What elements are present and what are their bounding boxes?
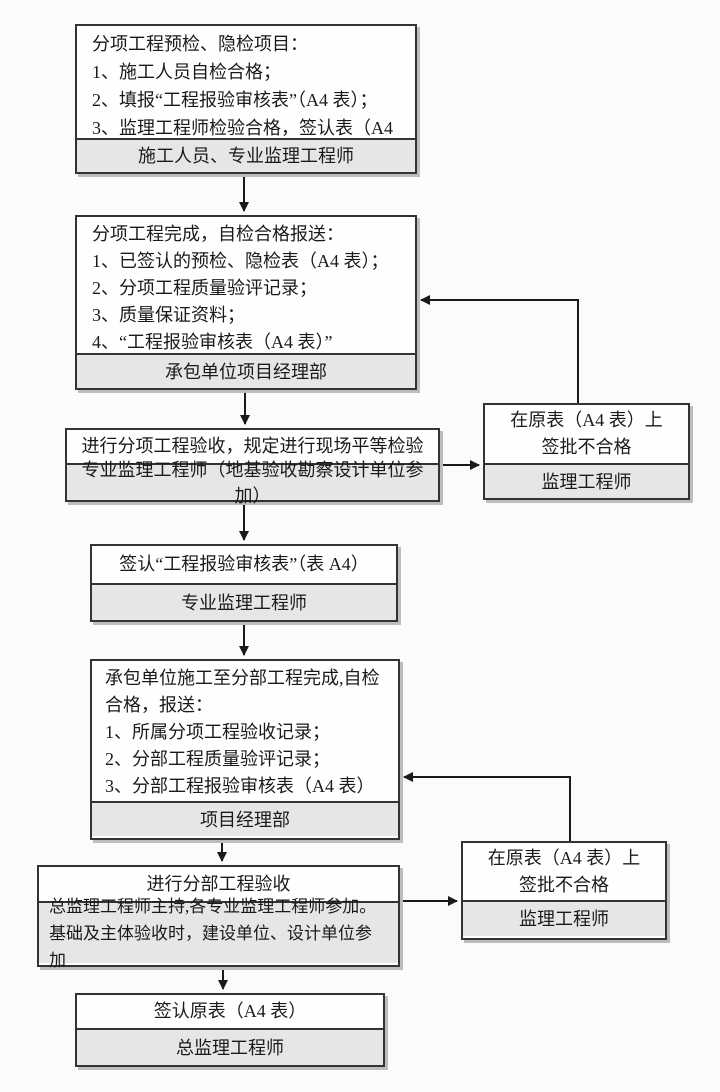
box-footer-role: 监理工程师 [463, 900, 665, 936]
box-footer-role: 专业监理工程师 [92, 583, 396, 620]
flow-box-reject-subitem: 在原表（A4 表）上 签批不合格 监理工程师 [483, 403, 690, 500]
flow-box-subitem-complete: 分项工程完成，自检合格报送： 1、已签认的预检、隐检表（A4 表）； 2、分项工… [75, 215, 417, 390]
box-text-line: 进行分部工程验收 [146, 873, 291, 894]
box-text-line: 3、分部工程报验审核表（A4 表） [105, 776, 375, 796]
box-content: 分项工程预检、隐检项目： 1、施工人员自检合格； 2、填报“工程报验审核表”（A… [77, 26, 415, 166]
box-footer-role: 监理工程师 [485, 463, 688, 498]
box-content: 在原表（A4 表）上 签批不合格 [463, 843, 665, 900]
box-text-line: 签认原表（A4 表） [153, 1001, 307, 1021]
box-content: 承包单位施工至分部工程完成,自检合格，报送： 1、所属分项工程验收记录； 2、分… [92, 661, 398, 801]
box-text-line: 2、填报“工程报验审核表”（A4 表）； [92, 90, 378, 110]
box-text-line: 签认“工程报验审核表”（表 A4） [119, 554, 369, 574]
connector-reject2-back-to-subdivision [403, 772, 571, 841]
box-content: 进行分项工程验收，规定进行现场平等检验 [67, 430, 438, 463]
connector-reject1-back-to-subitem [420, 295, 579, 403]
box-content: 签认“工程报验审核表”（表 A4） [92, 546, 396, 583]
box-text-line: 1、已签认的预检、隐检表（A4 表）； [92, 251, 389, 271]
box-text-line: 分项工程预检、隐检项目： [92, 34, 308, 54]
box-text-line: 签批不合格 [541, 437, 632, 457]
box-text-line: 1、所属分项工程验收记录； [105, 722, 330, 742]
box-text-line: 在原表（A4 表）上 [510, 410, 663, 430]
flow-box-subdivision-acceptance: 进行分部工程验收 总监理工程师主持,各专业监理工程师参加。基础及主体验收时，建设… [37, 865, 400, 970]
flow-box-sign-original-form: 签认原表（A4 表） 总监理工程师 [75, 993, 385, 1067]
box-text-line: 2、分部工程质量验评记录； [105, 749, 330, 769]
box-footer-role: 施工人员、专业监理工程师 [77, 138, 415, 172]
box-text-line: 4、“工程报验审核表（A4 表）” [92, 332, 333, 352]
box-text-line: 3、质量保证资料； [92, 305, 245, 325]
flow-box-reject-subdivision: 在原表（A4 表）上 签批不合格 监理工程师 [461, 841, 667, 940]
box-text-line: 进行分项工程验收，规定进行现场平等检验 [81, 436, 424, 456]
box-footer-role: 承包单位项目经理部 [77, 353, 415, 388]
box-footer-role: 总监理工程师主持,各专业监理工程师参加。基础及主体验收时，建设单位、设计单位参加 [39, 897, 398, 970]
flow-box-subdivision-complete: 承包单位施工至分部工程完成,自检合格，报送： 1、所属分项工程验收记录； 2、分… [90, 659, 400, 840]
box-footer-role: 总监理工程师 [77, 1028, 383, 1065]
box-content: 进行分部工程验收 [39, 867, 398, 901]
box-text-line: 2、分项工程质量验评记录； [92, 278, 317, 298]
box-text-line: 1、施工人员自检合格； [92, 62, 281, 82]
flow-box-sign-review-form: 签认“工程报验审核表”（表 A4） 专业监理工程师 [90, 544, 398, 622]
box-text-line: 在原表（A4 表）上 [487, 847, 641, 868]
box-content: 签认原表（A4 表） [77, 995, 383, 1028]
box-footer-role: 专业监理工程师（地基验收勘察设计单位参加） [67, 460, 438, 506]
box-content: 分项工程完成，自检合格报送： 1、已签认的预检、隐检表（A4 表）； 2、分项工… [77, 217, 415, 353]
box-footer-role: 项目经理部 [92, 801, 398, 836]
box-content: 在原表（A4 表）上 签批不合格 [485, 405, 688, 463]
box-text-line: 签批不合格 [519, 874, 609, 895]
box-text-line: 分项工程完成，自检合格报送： [92, 224, 344, 244]
flow-box-subitem-acceptance: 进行分项工程验收，规定进行现场平等检验 专业监理工程师（地基验收勘察设计单位参加… [65, 428, 440, 506]
flow-box-pre-inspection: 分项工程预检、隐检项目： 1、施工人员自检合格； 2、填报“工程报验审核表”（A… [75, 24, 417, 174]
box-text-line: 承包单位施工至分部工程完成,自检合格，报送： [105, 668, 380, 715]
